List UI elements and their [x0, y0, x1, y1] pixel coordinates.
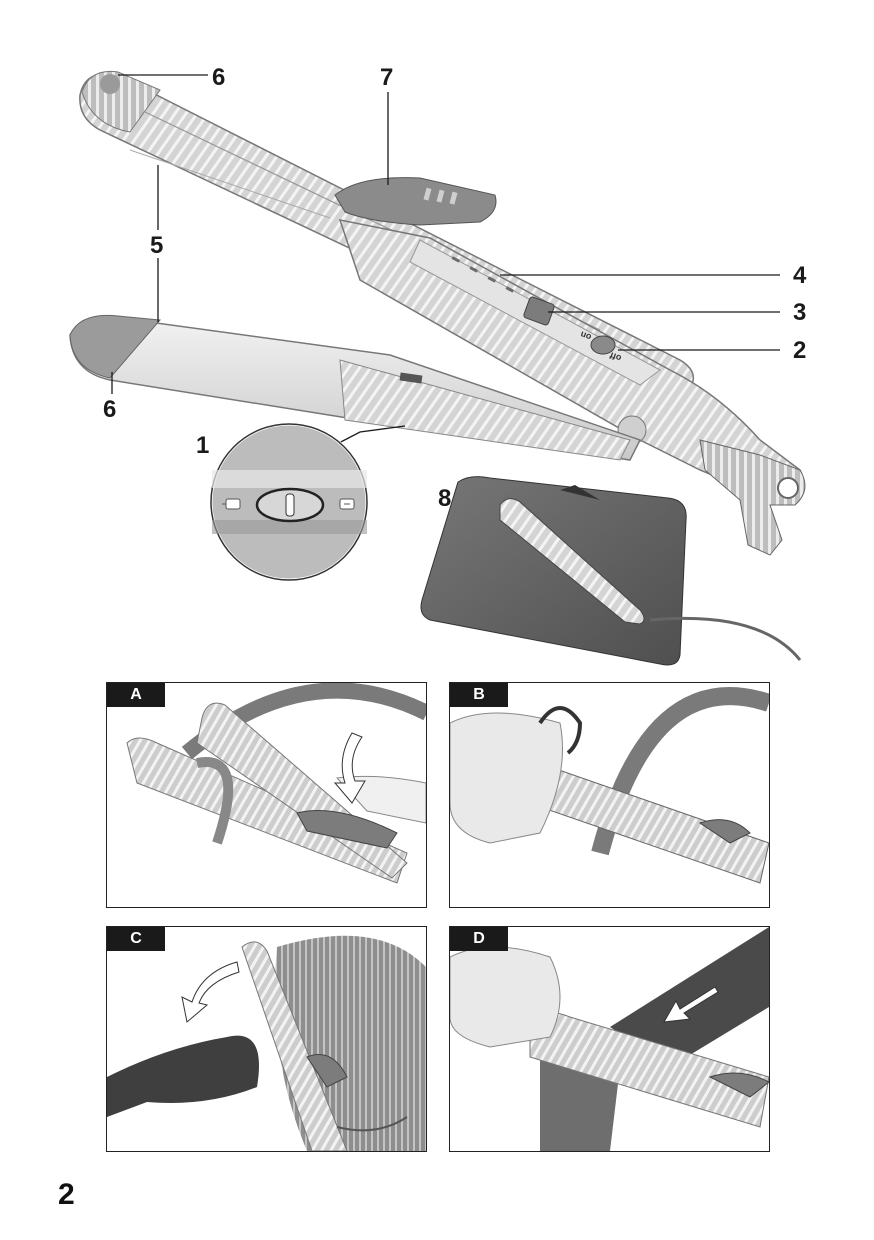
callout-1: 1: [196, 432, 210, 459]
lock-icon: [339, 498, 355, 510]
lock-detail: [209, 422, 369, 582]
swivel-cord: [699, 439, 806, 556]
callout-7: 7: [380, 64, 394, 91]
step-label-d: D: [450, 927, 508, 951]
temperature-button[interactable]: [523, 296, 555, 326]
temperature-indicators: [451, 256, 515, 293]
step-label-c: C: [107, 927, 165, 951]
styling-clip[interactable]: [334, 177, 497, 226]
wind-arrow-icon: [181, 961, 240, 1023]
heat-mat: [420, 476, 802, 666]
cool-tip-lower: [69, 314, 162, 379]
callout-6-top: 6: [212, 64, 226, 91]
page-number: 2: [58, 1178, 75, 1211]
callout-2: 2: [793, 337, 807, 364]
step-panel-d: D: [449, 926, 770, 1152]
step-label-b: B: [450, 683, 508, 707]
rotate-arrow-icon: [538, 706, 583, 755]
on-off-switch[interactable]: [590, 335, 616, 355]
callout-6-bottom: 6: [103, 396, 117, 423]
step-panel-a: A: [106, 682, 427, 908]
callout-4: 4: [793, 262, 807, 289]
slide-arrow-icon: [663, 986, 719, 1023]
step-panel-b: B: [449, 682, 770, 908]
hanging-loop: [777, 477, 799, 499]
callout-8: 8: [438, 485, 452, 512]
mat-styler: [499, 498, 645, 625]
product-illustration: on off: [69, 70, 806, 666]
unlock-icon: [222, 498, 241, 510]
tip-grip-icon: [100, 74, 120, 94]
step-label-a: A: [107, 683, 165, 707]
on-label: on: [579, 329, 593, 342]
callout-3: 3: [793, 299, 807, 326]
off-label: off: [608, 350, 623, 364]
mat-cord: [649, 616, 802, 661]
callout-5: 5: [150, 232, 164, 259]
press-arrow-icon: [333, 732, 366, 804]
step-panel-c: C: [106, 926, 427, 1152]
